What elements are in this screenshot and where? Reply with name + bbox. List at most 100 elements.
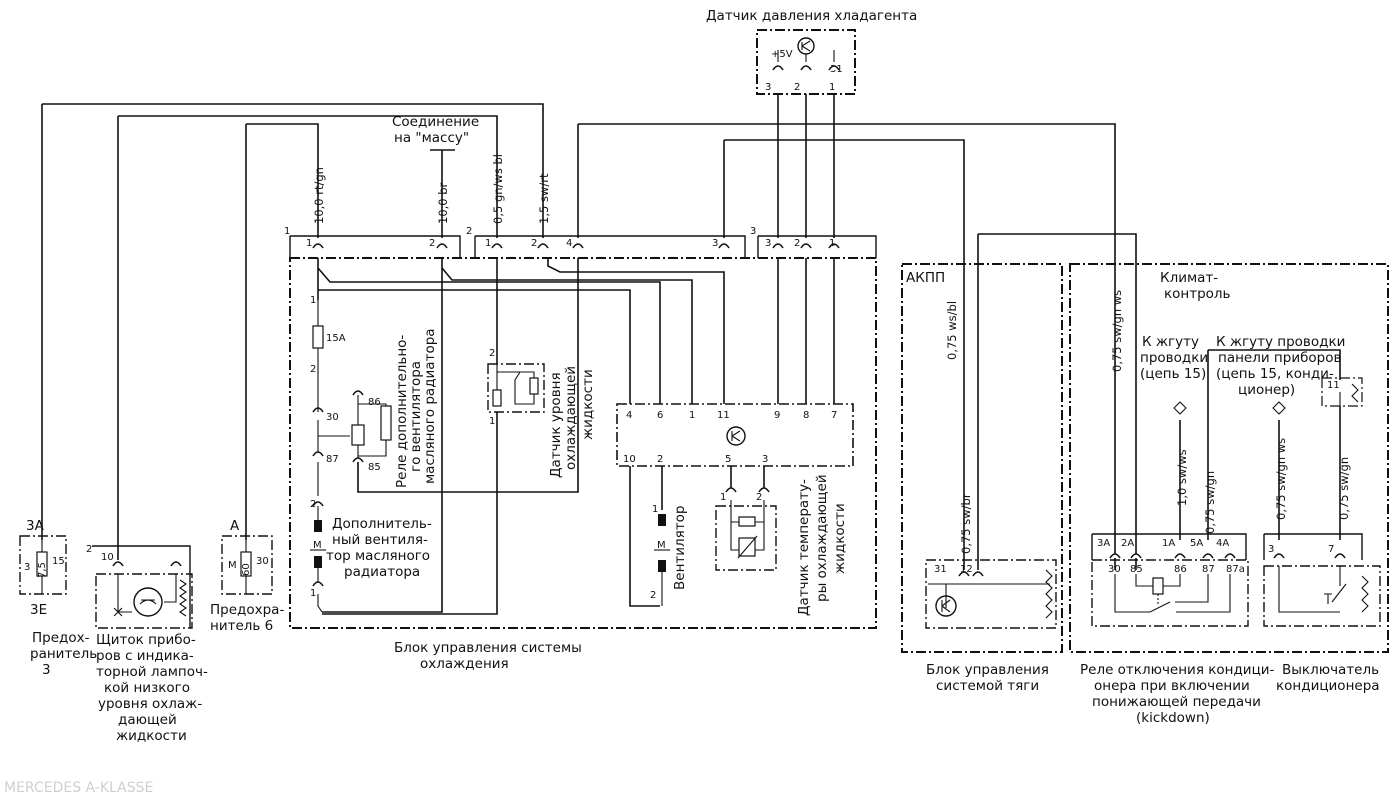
svg-text:2: 2	[756, 492, 762, 503]
traction-label-2: системой тяги	[936, 678, 1039, 694]
svg-text:2: 2	[657, 454, 663, 465]
transmission-traction-unit: АКПП 0,75 ws/bl 0,75 sw/br 31 12 Блок уп…	[901, 263, 1063, 694]
wire-label-gn-ws-bl: 0,5 gn/ws bl	[491, 154, 505, 224]
pin-1: 1	[829, 82, 835, 93]
svg-text:87a: 87a	[1226, 564, 1245, 575]
svg-text:11: 11	[717, 410, 730, 421]
svg-text:1A: 1A	[1162, 538, 1175, 549]
cooling-unit-label-2: охлаждения	[420, 656, 509, 672]
svg-text:нитель 6: нитель 6	[210, 618, 273, 634]
svg-text:2: 2	[489, 348, 495, 359]
svg-text:7: 7	[831, 410, 837, 421]
svg-text:M: M	[228, 560, 237, 571]
svg-text:11: 11	[1327, 380, 1340, 391]
svg-text:10: 10	[101, 552, 114, 563]
svg-text:3: 3	[24, 562, 30, 573]
aux-fan-label-4: радиатора	[344, 564, 420, 580]
level-sensor-label-3: жидкости	[580, 369, 596, 440]
traction-label-1: Блок управления	[926, 662, 1049, 678]
svg-text:2: 2	[86, 544, 92, 555]
svg-text:3: 3	[712, 238, 718, 249]
svg-text:30: 30	[1108, 564, 1121, 575]
svg-text:31: 31	[934, 564, 947, 575]
climate-label-1: Климат-	[1160, 270, 1218, 286]
aux-fan-label-2: ный вентиля-	[332, 532, 428, 548]
svg-text:панели приборов: панели приборов	[1218, 350, 1342, 366]
svg-text:2: 2	[794, 238, 800, 249]
svg-text:К жгуту: К жгуту	[1142, 334, 1199, 350]
connector-headers: 1 2 3 1 2 1 2 4 3 3 2 1	[284, 226, 877, 258]
svg-text:30: 30	[256, 556, 269, 567]
svg-text:ционер): ционер)	[1238, 382, 1295, 398]
footer-faint-text: MERCEDES A-KLASSE	[4, 780, 153, 796]
wire-label-sw-gn-1: 0,75 sw/gn	[1203, 471, 1217, 534]
svg-text:3A: 3A	[26, 518, 45, 534]
svg-text:2: 2	[531, 238, 537, 249]
svg-text:5: 5	[725, 454, 731, 465]
motor-m-label: M	[313, 540, 322, 551]
ac-switch-label-1: Выключатель	[1282, 662, 1379, 678]
coolant-level-sensor: 2 1	[487, 348, 545, 427]
cooling-unit-label-1: Блок управления системы	[394, 640, 582, 656]
svg-text:30: 30	[326, 412, 339, 423]
svg-text:2: 2	[429, 238, 435, 249]
wire-label-sw-ws: 1,0 sw/ws	[1175, 449, 1189, 506]
wire-label-ws-bl: 0,75 ws/bl	[945, 301, 959, 360]
fuse-15a: 1 15A 2	[310, 295, 346, 380]
connector-1-label: 1	[284, 226, 290, 237]
connector-2-label: 2	[466, 226, 472, 237]
svg-text:ранитель: ранитель	[30, 646, 97, 662]
svg-text:M: M	[657, 540, 666, 551]
svg-text:85: 85	[1130, 564, 1143, 575]
svg-text:1: 1	[689, 410, 695, 421]
fuse-6: A M 30 60 Предохра- нитель 6	[210, 518, 284, 634]
pin-2: 2	[794, 82, 800, 93]
svg-text:кой низкого: кой низкого	[104, 680, 190, 696]
svg-text:3A: 3A	[1097, 538, 1110, 549]
svg-text:уровня охлаж-: уровня охлаж-	[98, 696, 202, 712]
connector-3-label: 3	[750, 226, 756, 237]
relay-label-2: го вентилятора	[408, 361, 424, 472]
svg-text:1: 1	[310, 588, 316, 599]
svg-text:86: 86	[368, 397, 381, 408]
kickdown-label-1: Реле отключения кондици-	[1080, 662, 1275, 678]
svg-text:(цепь 15): (цепь 15)	[1140, 366, 1206, 382]
svg-text:жидкости: жидкости	[116, 728, 187, 744]
svg-text:8: 8	[803, 410, 809, 421]
svg-text:Предох-: Предох-	[32, 630, 90, 646]
aux-fan-relay: 30 87 86 85	[312, 380, 392, 496]
svg-text:Предохра-: Предохра-	[210, 602, 284, 618]
svg-text:2: 2	[310, 364, 316, 375]
svg-text:7,5: 7,5	[37, 562, 48, 578]
svg-text:Щиток прибо-: Щиток прибо-	[96, 632, 196, 648]
climate-control-unit: Климат- контроль 0,75 sw/gn ws К жгуту п…	[1069, 263, 1389, 726]
kickdown-label-4: (kickdown)	[1136, 710, 1210, 726]
kickdown-label-2: онера при включении	[1094, 678, 1250, 694]
ac-switch-label-2: кондиционера	[1276, 678, 1380, 694]
wire-label-sw-gn-ws-2: 0,75 sw/gn ws	[1274, 438, 1288, 520]
temp-sensor-label-3: жидкости	[832, 503, 848, 574]
pin-3: 3	[765, 82, 771, 93]
svg-text:1: 1	[489, 416, 495, 427]
aux-fan-label-1: Дополнитель-	[332, 516, 432, 532]
cooling-ecu: 4 6 1 11 9 8 7 10 2 5 3	[616, 403, 854, 467]
svg-text:1: 1	[652, 504, 658, 515]
radiator-fan: 1 M 2	[629, 466, 670, 607]
wire-label-sw-br: 0,75 sw/br	[959, 493, 973, 554]
svg-text:7: 7	[1328, 544, 1334, 555]
level-sensor-label-1: Датчик уровня	[548, 372, 564, 478]
svg-text:1: 1	[310, 295, 316, 306]
svg-text:60: 60	[241, 563, 252, 576]
cooling-unit-wiring	[317, 258, 835, 615]
wire-label-rt-gn: 10,0 rt/gn	[312, 167, 326, 224]
svg-text:1: 1	[720, 492, 726, 503]
svg-text:9: 9	[774, 410, 780, 421]
kickdown-label-3: понижающей передачи	[1092, 694, 1261, 710]
fuse-3: 3A 3 15 7,5 3E Предох- ранитель 3	[19, 518, 97, 678]
svg-text:3: 3	[765, 238, 771, 249]
svg-text:6: 6	[657, 410, 663, 421]
svg-text:2A: 2A	[1121, 538, 1134, 549]
fuse-15a-label: 15A	[326, 333, 346, 344]
coolant-temp-sensor: 1 2	[715, 466, 777, 571]
